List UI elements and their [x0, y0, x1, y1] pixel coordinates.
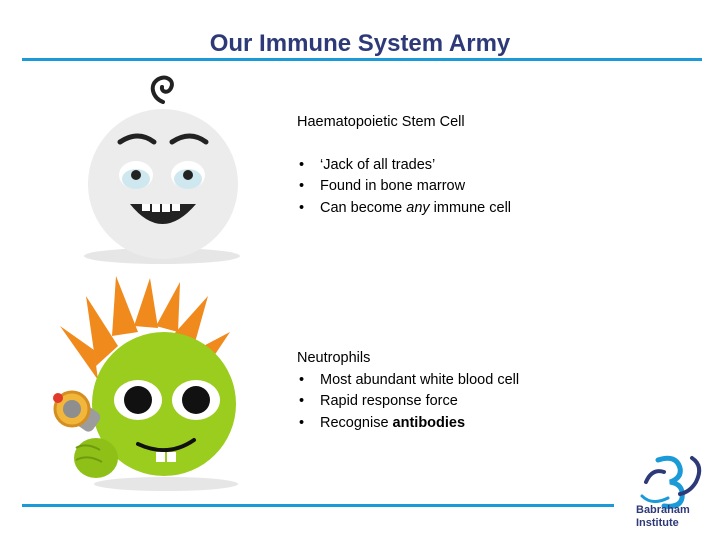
- logo-line1: Babraham: [636, 504, 690, 516]
- neutrophil-character: [53, 276, 238, 491]
- bullet-text: Can become: [320, 199, 407, 216]
- blaster-icon: [53, 390, 118, 478]
- babraham-logo-icon: [640, 455, 702, 509]
- stem-cell-section: Haematopoietic Stem Cell ‘Jack of all tr…: [297, 112, 511, 219]
- neutrophils-bullets: Most abundant white blood cell Rapid res…: [297, 370, 519, 435]
- bold-text: antibodies: [392, 414, 466, 431]
- list-item: Can become any immune cell: [297, 198, 511, 220]
- neutrophils-heading: Neutrophils: [297, 350, 371, 366]
- bullet-text: Recognise: [320, 414, 393, 431]
- neutrophils-section: Neutrophils Most abundant white blood ce…: [297, 348, 519, 434]
- slide-title: Our Immune System Army: [209, 30, 511, 57]
- stem-cell-heading: Haematopoietic Stem Cell: [297, 114, 465, 130]
- logo-line2: Institute: [636, 517, 679, 529]
- list-item: ‘Jack of all trades’: [297, 155, 511, 177]
- logo-wordmark: Babraham Institute: [636, 504, 690, 530]
- list-item: Found in bone marrow: [297, 176, 511, 198]
- list-item: Rapid response force: [297, 391, 519, 413]
- list-item: Recognise antibodies: [297, 413, 519, 435]
- emphasis-text: any: [406, 199, 430, 216]
- bullet-text: immune cell: [429, 199, 512, 216]
- title-divider: [22, 58, 702, 61]
- list-item: Most abundant white blood cell: [297, 370, 519, 392]
- footer-divider: [22, 504, 614, 507]
- stem-cell-bullets: ‘Jack of all trades’ Found in bone marro…: [297, 155, 511, 220]
- stem-cell-character: [84, 75, 240, 264]
